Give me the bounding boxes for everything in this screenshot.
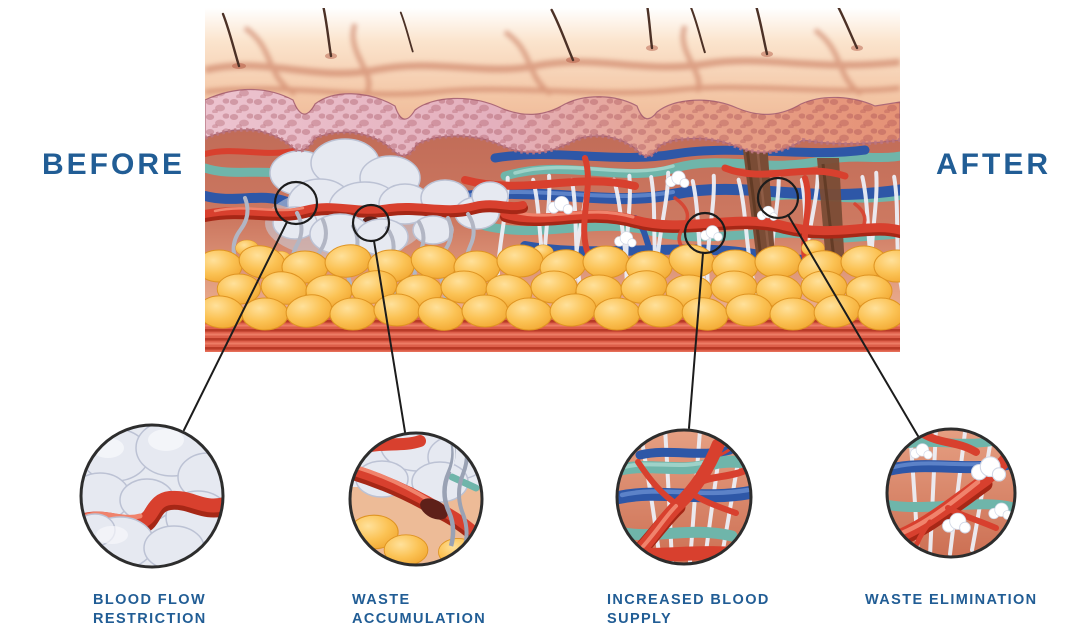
caption-line: INCREASED BLOOD [607,592,770,608]
caption-line: BLOOD FLOW [93,592,207,608]
after-label: AFTER [936,148,1051,181]
magnified-region-circle-1 [273,180,319,226]
caption-line: SUPPLY [607,611,673,627]
magnified-region-circle-3 [683,211,727,255]
callout-waste-accumulation [348,431,484,567]
caption-line: WASTE [352,592,411,608]
callout-blood-flow-restriction [79,423,225,569]
epidermis-layer [205,88,900,158]
caption-waste-accumulation: WASTE ACCUMULATION [352,591,486,629]
before-label: BEFORE [42,148,186,181]
caption-line: WASTE ELIMINATION [865,592,1038,608]
magnified-region-circle-2 [351,203,391,243]
caption-increased-blood-supply: INCREASED BLOOD SUPPLY [607,591,770,629]
caption-line: RESTRICTION [93,611,207,627]
caption-line: ACCUMULATION [352,611,487,627]
callout-waste-elimination [885,427,1017,559]
callout-increased-blood-supply [615,428,753,566]
fat-nodule-cluster [205,138,528,324]
callout-connector-lines [183,214,919,437]
caption-blood-flow-restriction: BLOOD FLOW RESTRICTION [93,591,207,629]
caption-waste-elimination: WASTE ELIMINATION [865,591,1038,610]
magnified-region-circle-4 [756,176,800,220]
hairs [221,8,863,69]
